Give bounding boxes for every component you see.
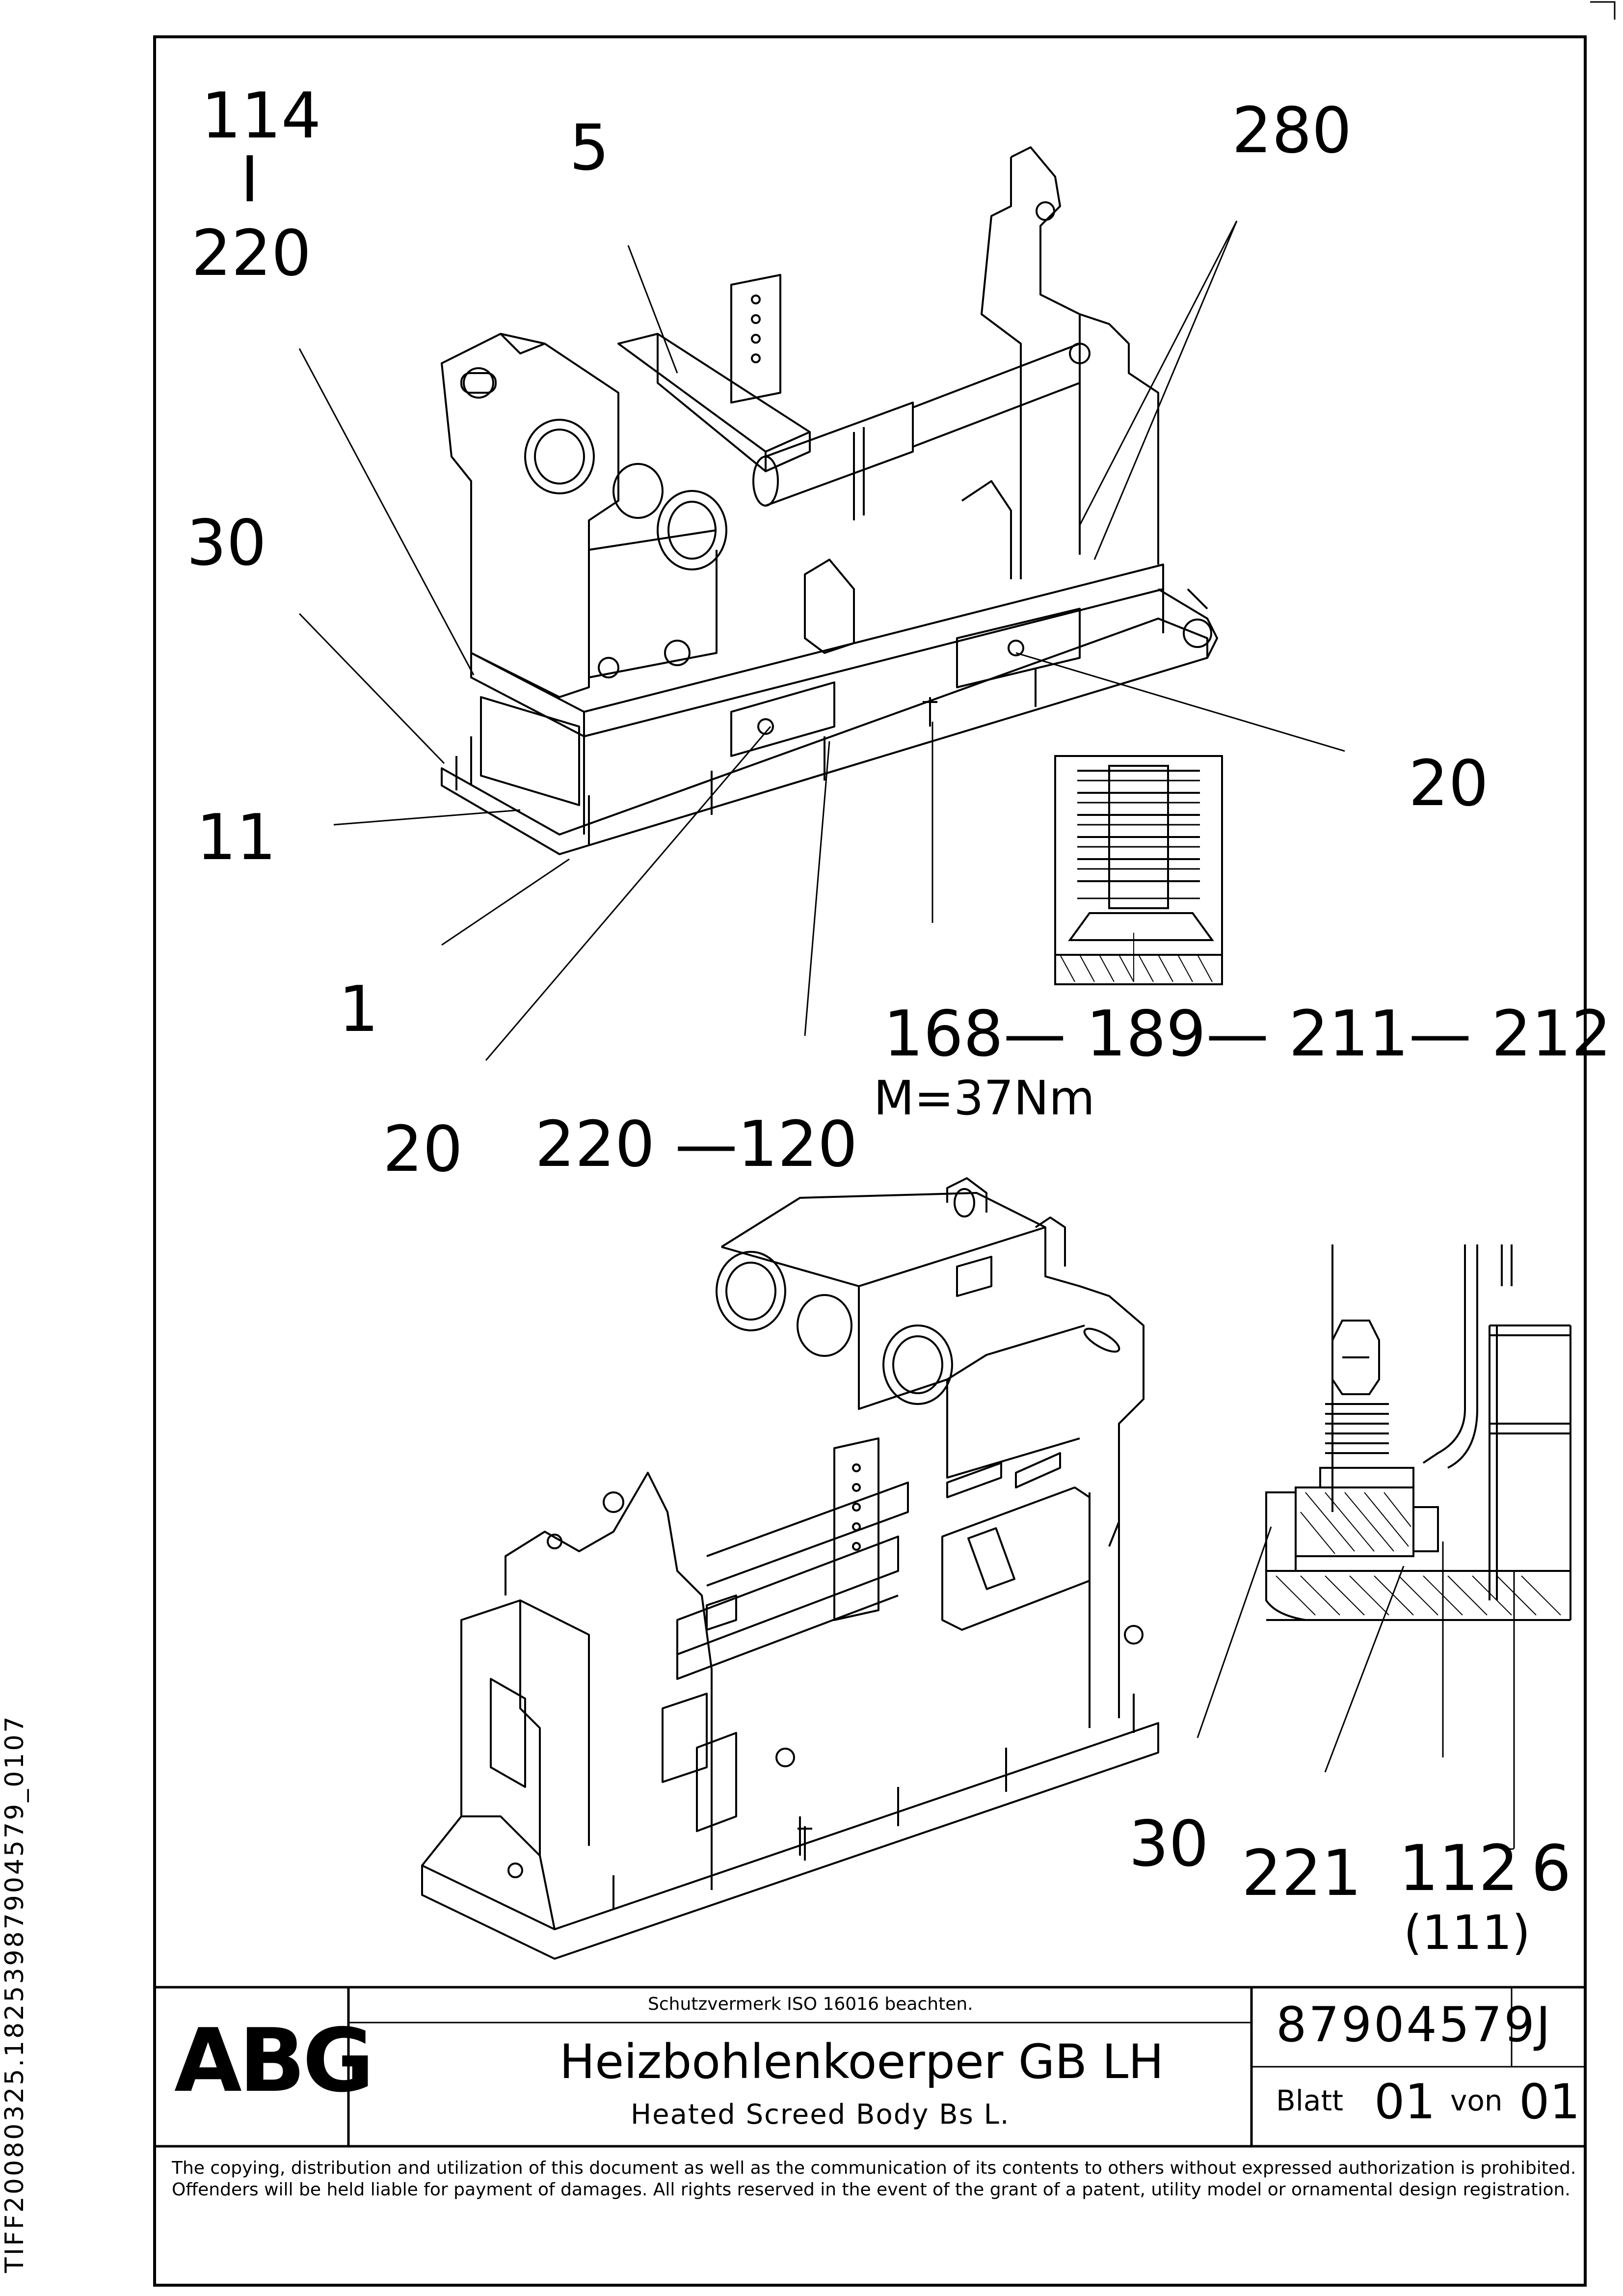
inspection-cover-left [730,681,835,757]
callout-220: 220 [191,217,311,290]
title-english: Heated Screed Body Bs L. [631,2099,1010,2131]
drawing-number: 87904579 [1276,1997,1537,2053]
of-label: von [1450,2084,1503,2117]
inspection-cover-right [956,608,1081,688]
callout-220-120: 220 —120 [535,1108,857,1181]
callout-30-bottom: 30 [1129,1808,1209,1881]
callouts-bottom: 30 221 112 6 (111) [1129,1808,1571,1960]
callout-20-left: 20 [383,1113,463,1186]
leader-lines-bottom [1197,1526,1515,1850]
revision: J [1536,1997,1550,2053]
copyright-notice: The copying, distribution and utilizatio… [172,2158,1576,2200]
callout-221: 221 [1242,1837,1361,1910]
callout-112: 112 [1399,1832,1518,1905]
sheet-label: Blatt [1276,2084,1343,2117]
section-detail-view [1265,1244,1571,1621]
torque-note: M=37Nm [874,1071,1095,1126]
callout-1: 1 [339,973,378,1046]
callout-111: (111) [1404,1905,1530,1960]
top-assembly-view [441,146,1218,855]
callout-11: 11 [196,801,276,874]
callout-20-right: 20 [1409,747,1489,820]
callout-30: 30 [186,507,266,580]
callout-280: 280 [1232,94,1352,167]
leader-lines-top [298,220,1345,1061]
callout-5: 5 [569,111,609,185]
company-logo: ABG [174,2010,374,2111]
callout-6: 6 [1531,1832,1571,1905]
title-block [155,1986,1585,2148]
bottom-assembly-view [421,1177,1159,1960]
side-file-id: TIFF20080325.18253987904579_0107 [0,1714,29,2273]
drawing-frame [153,35,1587,2287]
callout-range-separator: I [240,143,259,216]
sheet-number: 01 [1374,2074,1436,2130]
protection-notice: Schutzvermerk ISO 16016 beachten. [648,1994,973,2014]
title-german: Heizbohlenkoerper GB LH [559,2034,1164,2089]
callouts-top: 114 I 220 5 280 30 20 11 1 168— 189— 211… [186,80,1611,1186]
callout-168-189-211-212: 168— 189— 211— 212 [883,998,1611,1071]
spring-stack-detail [1054,755,1223,985]
sheet-total: 01 [1519,2074,1580,2130]
callout-114: 114 [201,80,321,153]
